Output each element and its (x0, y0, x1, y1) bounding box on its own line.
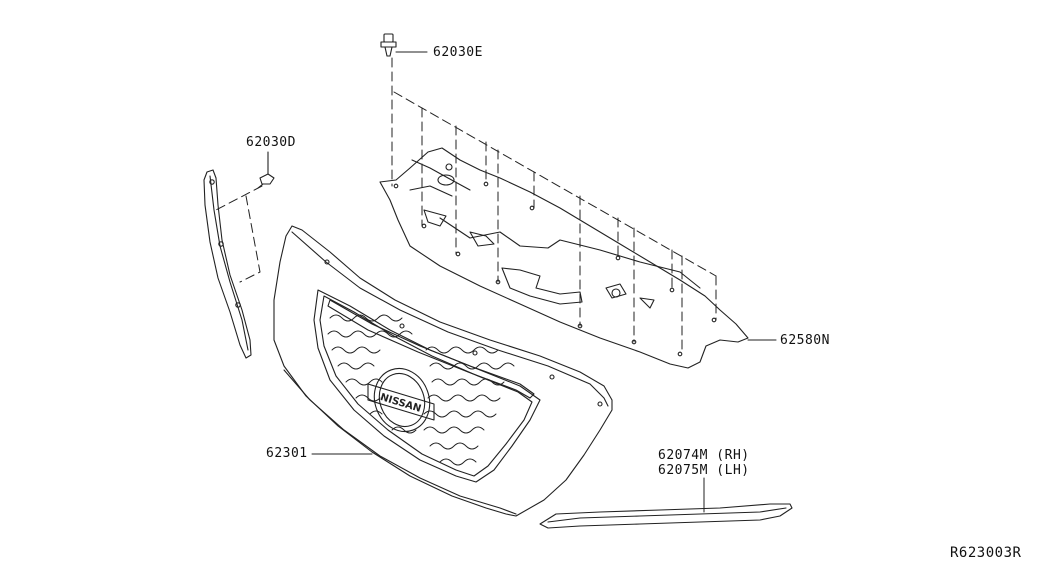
clip-62030d-part (257, 151, 275, 189)
side-moulding-part (203, 169, 252, 359)
grille-part: NISSAN (273, 225, 613, 517)
part-label-62030d: 62030D (246, 135, 296, 150)
label-leaders (311, 453, 705, 513)
clip-62030e-part (380, 33, 428, 57)
part-label-62580n: 62580N (780, 333, 830, 348)
part-label-62075m: 62075M (LH) (658, 463, 750, 478)
cover-panel-part (379, 147, 777, 369)
emblem-text: NISSAN (379, 392, 423, 415)
part-label-62030e: 62030E (433, 45, 483, 60)
part-label-62074m: 62074M (RH) (658, 448, 750, 463)
diagram-reference: R623003R (950, 545, 1022, 561)
part-label-62301: 62301 (266, 446, 308, 461)
lower-moulding-part (539, 503, 793, 529)
assembly-guides (215, 57, 717, 355)
